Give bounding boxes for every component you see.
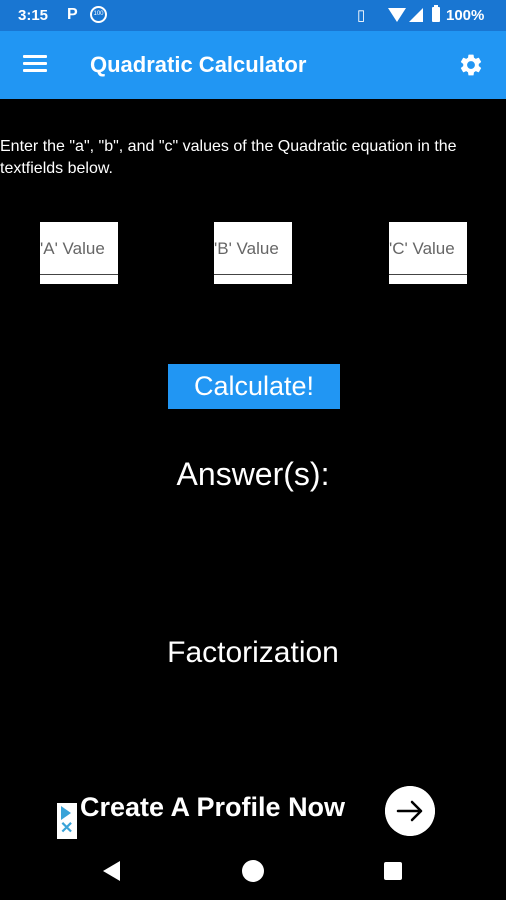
- calculate-button[interactable]: Calculate!: [168, 364, 340, 409]
- c-value-underline: [389, 274, 467, 275]
- b-value-underline: [214, 274, 292, 275]
- battery-percent: 100%: [446, 7, 485, 24]
- notification-circle-icon: 100: [90, 6, 107, 23]
- navigation-bar: [0, 844, 506, 900]
- a-value-underline: [40, 274, 118, 275]
- c-value-field[interactable]: [389, 222, 467, 284]
- status-time: 3:15: [18, 7, 49, 24]
- notification-p-icon: P: [67, 6, 78, 23]
- ad-text[interactable]: Create A Profile Now: [80, 792, 346, 822]
- wifi-icon: [388, 8, 406, 22]
- status-bar: 3:15 P 100 ▯ 100%: [0, 0, 506, 31]
- recent-apps-icon[interactable]: [384, 862, 402, 880]
- back-icon[interactable]: [103, 861, 120, 881]
- answers-label: Answer(s):: [176, 456, 330, 492]
- factorization-label: Factorization: [167, 636, 339, 669]
- vibrate-icon: ▯: [357, 7, 366, 24]
- hamburger-menu-icon[interactable]: [23, 55, 47, 73]
- home-icon[interactable]: [242, 860, 264, 882]
- arrow-right-icon[interactable]: [385, 786, 435, 836]
- b-value-input[interactable]: [214, 236, 292, 262]
- signal-icon: [409, 8, 423, 22]
- battery-icon: [432, 5, 440, 22]
- instructions-text: Enter the "a", "b", and "c" values of th…: [0, 138, 457, 177]
- a-value-field[interactable]: [40, 222, 118, 284]
- b-value-field[interactable]: [214, 222, 292, 284]
- app-title: Quadratic Calculator: [90, 52, 307, 77]
- app-bar: Quadratic Calculator: [0, 31, 506, 99]
- a-value-input[interactable]: [40, 236, 118, 262]
- ad-choices-icon[interactable]: ✕: [57, 803, 77, 839]
- gear-icon[interactable]: [458, 52, 484, 78]
- c-value-input[interactable]: [389, 236, 467, 262]
